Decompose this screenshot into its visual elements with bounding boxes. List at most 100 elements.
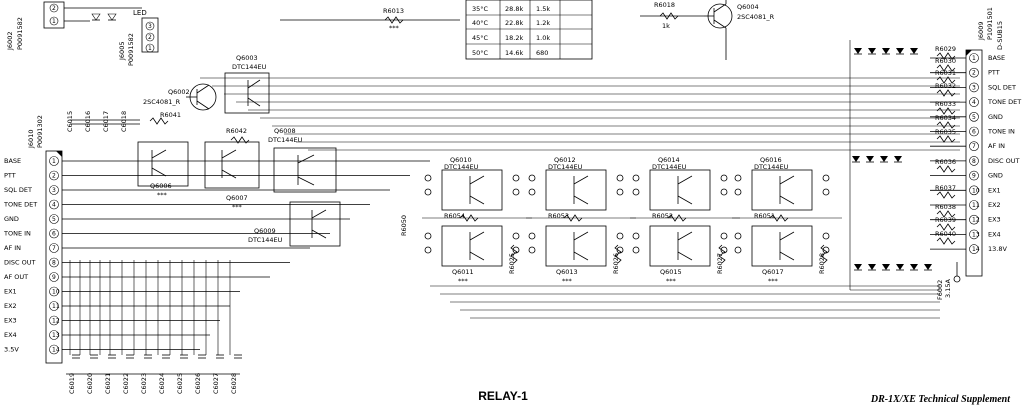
j6009-pin-label: AF IN <box>988 142 1005 150</box>
right-res-ref: R6037 <box>935 184 956 192</box>
q6008-ref: Q6008 <box>274 127 296 135</box>
j6010-pin <box>49 170 59 181</box>
j6009-pin <box>969 170 979 181</box>
q6008-part: DTC144EU <box>268 136 303 144</box>
svg-text:1: 1 <box>52 158 56 165</box>
j6010-pin-label: EX1 <box>4 288 17 296</box>
r6025-ref: R6025 <box>508 253 516 274</box>
res-a-40: 22.8k <box>505 19 523 27</box>
q6015-box <box>649 225 711 267</box>
right-res-ref: R6035 <box>935 128 956 136</box>
svg-text:5: 5 <box>52 216 56 223</box>
q6015-stars: *** <box>666 277 677 285</box>
q6012-part: DTC144EU <box>548 163 583 171</box>
j6010-pin-label: GND <box>4 215 19 223</box>
right-res-ref: R6032 <box>935 82 956 90</box>
q6007: Q6007 *** R6042 <box>204 127 260 211</box>
cap-label: C6025 <box>176 373 184 394</box>
j6010-pin <box>49 315 59 326</box>
q6002-ref: Q6002 <box>168 88 190 96</box>
q6014-part: DTC144EU <box>652 163 687 171</box>
svg-text:2: 2 <box>52 5 56 12</box>
q6006-ref: Q6006 <box>150 182 172 190</box>
svg-text:7: 7 <box>52 245 56 252</box>
q6011-box <box>441 225 503 267</box>
q6010-ref: Q6010 <box>450 156 472 164</box>
svg-text:2: 2 <box>972 70 976 77</box>
right-res-ref: R6031 <box>935 69 956 77</box>
document-subtitle: DR-1X/XE Technical Supplement <box>870 394 1010 405</box>
j6010-pin-label: EX2 <box>4 302 17 310</box>
led-label: LED <box>133 9 147 17</box>
svg-text:5: 5 <box>972 114 976 121</box>
q6014-ref: Q6014 <box>658 156 680 164</box>
svg-text:7: 7 <box>972 143 976 150</box>
caps-top: C6015 C6016 C6017 C6018 <box>66 111 140 132</box>
j6009-pin-label: GND <box>988 172 1003 180</box>
svg-text:10: 10 <box>972 187 980 194</box>
j6009-pin <box>969 53 979 63</box>
q6016-box <box>751 169 813 211</box>
q6010-part: DTC144EU <box>444 163 479 171</box>
j6010-pin <box>49 272 59 282</box>
j6010-pin-label: DISC OUT <box>4 259 36 267</box>
res-a-45: 18.2k <box>505 34 523 42</box>
r6018-ref: R6018 <box>654 1 675 9</box>
q6004-ref: Q6004 <box>737 3 759 11</box>
j6010-ref: J6010 <box>27 130 35 149</box>
r6042-ref: R6042 <box>226 127 247 135</box>
j6010-pin <box>49 286 59 297</box>
j6009-part: P1091501 <box>986 7 994 40</box>
cap-label: C6028 <box>230 373 238 394</box>
j6009-pin-label: TONE IN <box>987 128 1015 136</box>
svg-text:4: 4 <box>52 202 56 209</box>
svg-text:14: 14 <box>52 347 60 354</box>
j6010-part: P0091302 <box>36 115 44 148</box>
j6010-pin <box>49 330 59 340</box>
svg-text:3: 3 <box>972 84 976 91</box>
q6003: Q6003 DTC144EU <box>224 54 270 114</box>
q6009: Q6009 DTC144EU <box>248 201 341 247</box>
svg-text:3.15A: 3.15A <box>944 279 952 298</box>
r6051-ref: R6051 <box>754 212 775 220</box>
j6010-pin <box>49 257 59 268</box>
cap-label: C6021 <box>104 373 112 394</box>
j6010-pin-label: EX3 <box>4 317 17 325</box>
j6009-pin <box>969 244 979 254</box>
j6010-pin <box>49 214 59 224</box>
cap-label: C6019 <box>68 373 76 394</box>
j6009-pin <box>969 200 979 210</box>
res-b-50: 680 <box>536 49 548 57</box>
q6012-box <box>545 169 607 211</box>
q6016-part: DTC144EU <box>754 163 789 171</box>
j6009-pin-label: EX3 <box>988 216 1001 224</box>
j6009-pin-label: PTT <box>988 69 1000 77</box>
right-res-ref: R6038 <box>935 203 956 211</box>
j6002-connector: 21 J6002 P0091582 <box>6 1 65 51</box>
led-diodes <box>64 7 142 22</box>
svg-text:6: 6 <box>972 129 976 136</box>
svg-text:4: 4 <box>972 99 976 106</box>
r6052-ref: R6052 <box>652 212 673 220</box>
j6009-pin-label: EX1 <box>988 186 1001 194</box>
j6010-pin <box>49 156 59 166</box>
res-b-40: 1.2k <box>536 19 550 27</box>
right-res-ref: R6036 <box>935 158 956 166</box>
j6010-pin-label: BASE <box>4 157 21 165</box>
q6004: Q6004 2SC4081_R R6018 1k <box>640 0 775 60</box>
j6009-pin <box>969 214 979 225</box>
q6013-ref: Q6013 <box>556 268 578 276</box>
j6009-connector: J6009 P1091501 D-SUB15 <box>965 7 1004 277</box>
r6028-ref: R6028 <box>818 253 826 274</box>
j6010-pin <box>49 228 59 239</box>
res-a-50: 14.6k <box>505 49 523 57</box>
q6003-ref: Q6003 <box>236 54 258 62</box>
q6012-ref: Q6012 <box>554 156 576 164</box>
diagram-title: RELAY-1 <box>478 389 528 403</box>
j6009-pin <box>969 156 979 166</box>
j6010-pin-label: PTT <box>4 172 16 180</box>
r6013-ref: R6013 <box>383 7 404 15</box>
